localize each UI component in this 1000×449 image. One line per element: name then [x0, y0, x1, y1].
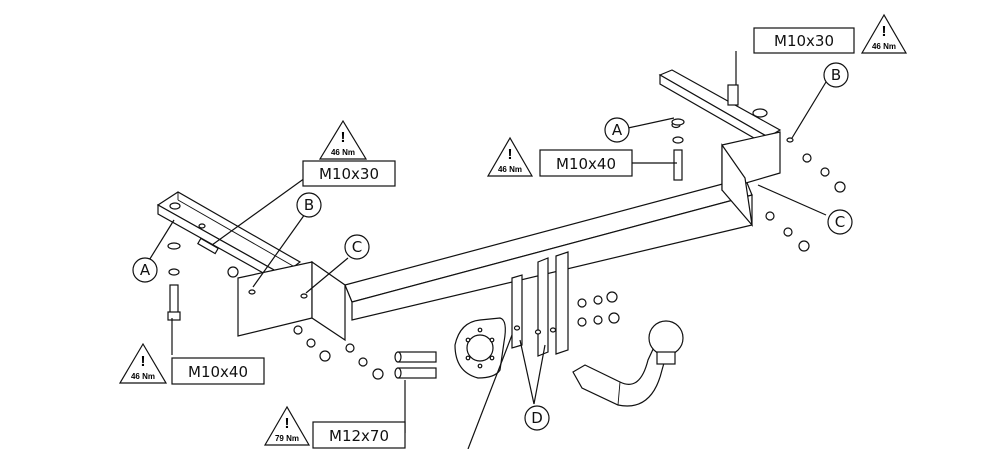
- bolt-label-bottom: M12x70: [312, 421, 406, 449]
- callout-a-right: A: [604, 117, 630, 143]
- callout-letter: C: [835, 213, 845, 231]
- warning-icon: !: [285, 415, 290, 432]
- warning-icon: !: [508, 146, 513, 163]
- left-side-arm: [156, 191, 302, 286]
- callout-c-right: C: [827, 209, 853, 235]
- bolt-label-left-top: M10x30: [302, 160, 396, 187]
- callout-a-left: A: [132, 257, 158, 283]
- torque-value: 79 Nm: [275, 434, 299, 443]
- callout-letter: A: [140, 261, 151, 279]
- main-cross-beam: [344, 177, 753, 321]
- leader-lines: [147, 51, 827, 449]
- bolt-size-text: M10x30: [774, 32, 834, 50]
- torque-warning-right-middle: ! 46 Nm: [486, 136, 534, 177]
- bolt-size-text: M10x40: [556, 155, 616, 173]
- bolt-size-text: M10x30: [319, 165, 379, 183]
- bottom-bolts: [394, 351, 437, 379]
- callout-b-right: B: [823, 62, 849, 88]
- callout-letter: A: [612, 121, 623, 139]
- torque-warning-bottom: ! 79 Nm: [263, 405, 311, 446]
- bolt-label-right-middle: M10x40: [539, 149, 633, 177]
- bolt-size-text: M12x70: [329, 427, 389, 445]
- torque-value: 46 Nm: [131, 372, 155, 381]
- torque-warning-left-top: ! 46 Nm: [318, 119, 368, 160]
- bolt-label-left-bottom: M10x40: [171, 357, 265, 385]
- electrical-socket-flange: [454, 317, 506, 379]
- callout-letter: B: [304, 196, 314, 214]
- torque-warning-left-bottom: ! 46 Nm: [118, 342, 168, 384]
- callout-letter: C: [352, 238, 362, 256]
- torque-value: 46 Nm: [331, 148, 355, 157]
- warning-icon: !: [882, 23, 887, 40]
- callout-letter: D: [531, 409, 543, 427]
- torque-value: 46 Nm: [498, 165, 522, 174]
- warning-icon: !: [141, 353, 146, 370]
- tow-ball-neck: [572, 320, 684, 407]
- fasteners: [167, 84, 846, 380]
- torque-value: 46 Nm: [872, 42, 896, 51]
- callout-letter: B: [831, 66, 841, 84]
- right-side-arm: [658, 69, 782, 148]
- bolt-label-right-top: M10x30: [753, 27, 855, 54]
- warning-icon: !: [341, 129, 346, 146]
- torque-warning-right-top: ! 46 Nm: [860, 13, 908, 54]
- callout-d: D: [524, 405, 550, 431]
- callout-b-left: B: [296, 192, 322, 218]
- center-brackets: [511, 251, 569, 357]
- bolt-size-text: M10x40: [188, 363, 248, 381]
- right-mounting-plate: [721, 131, 794, 227]
- callout-c-left: C: [344, 234, 370, 260]
